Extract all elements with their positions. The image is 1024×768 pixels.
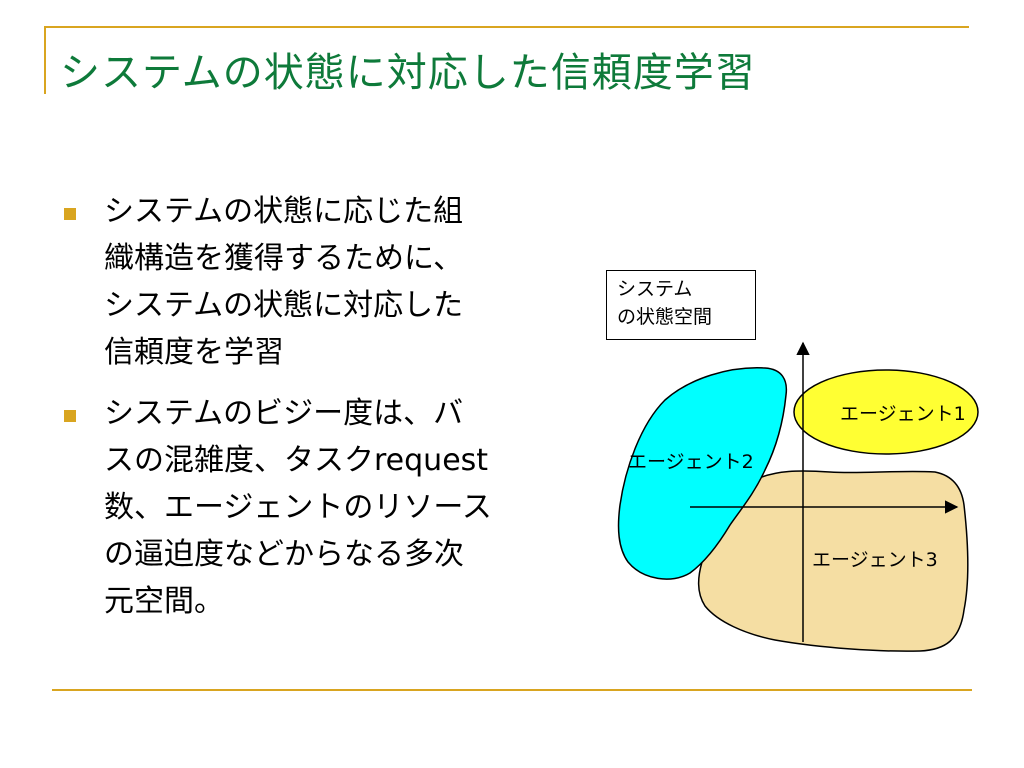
title-accent-vertical-line xyxy=(44,26,46,94)
square-bullet-icon xyxy=(64,410,76,422)
slide-title: システムの状態に対応した信頼度学習 xyxy=(60,50,756,96)
bullet-item: システムの状態に応じた組 織構造を獲得するために、 システムの状態に対応した 信… xyxy=(64,188,594,376)
agent3-region xyxy=(697,470,969,652)
bullet-text: システムの状態に応じた組 織構造を獲得するために、 システムの状態に対応した 信… xyxy=(104,194,464,370)
agent2-label: エージェント2 xyxy=(628,451,754,473)
agent2-region xyxy=(617,367,788,580)
agent3-label: エージェント3 xyxy=(812,549,938,571)
footer-divider xyxy=(52,689,972,691)
title-accent-horizontal-line xyxy=(44,26,969,28)
bullet-list: システムの状態に応じた組 織構造を獲得するために、 システムの状態に対応した 信… xyxy=(64,188,594,639)
state-space-label: システム の状態空間 xyxy=(606,270,756,340)
agent1-label: エージェント1 xyxy=(840,403,966,425)
bullet-text: システムのビジー度は、バ スの混雑度、タスクrequest 数、エージェントのリ… xyxy=(104,396,492,619)
square-bullet-icon xyxy=(64,208,76,220)
bullet-item: システムのビジー度は、バ スの混雑度、タスクrequest 数、エージェントのリ… xyxy=(64,390,594,625)
agent1-region xyxy=(793,369,979,455)
